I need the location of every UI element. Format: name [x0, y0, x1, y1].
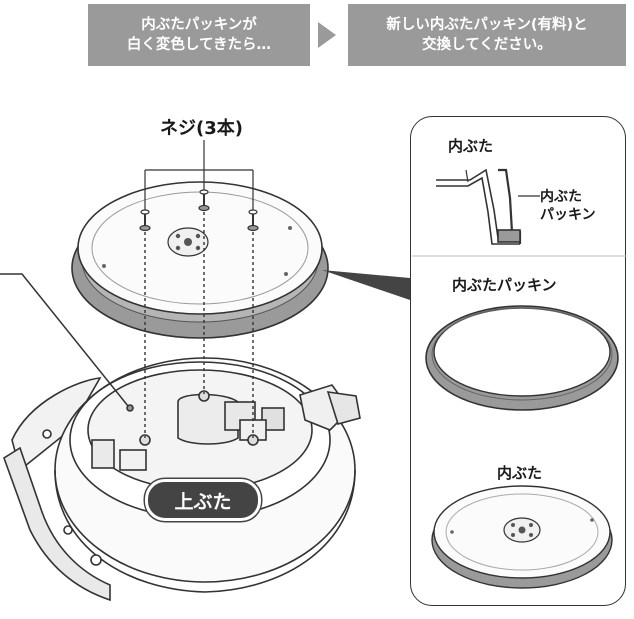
step1-box: 内ぶたパッキンが 白く変色してきたら…: [88, 4, 310, 66]
screw-center-icon: [198, 189, 210, 212]
step1-line2: 白く変色してきたら…: [126, 37, 272, 53]
gasket-title: 内ぶたパッキン: [452, 276, 557, 294]
callout-panel: [410, 116, 626, 606]
gasket-section-label-line2: パッキン: [540, 207, 596, 223]
leader-line-upper-lid: [0, 273, 129, 407]
screw-right-icon: [247, 209, 259, 232]
screws-label: ネジ(3本): [160, 118, 243, 139]
step2-line1: 新しい内ぶたパッキン(有料)と: [386, 17, 588, 33]
upper-lid-badge: 上ぶた: [145, 479, 261, 521]
step2-box: 新しい内ぶたパッキン(有料)と 交換してください。: [348, 4, 626, 66]
gasket-section-label: 内ぶた パッキン: [540, 188, 596, 224]
inner-lid-title: 内ぶた: [497, 464, 543, 482]
inner-lid-section-label: 内ぶた: [448, 137, 494, 155]
upper-lid-body: [3, 357, 361, 602]
screw-group: [139, 140, 259, 232]
step-arrow-icon: [318, 22, 336, 48]
inner-lid-illustration: [431, 485, 613, 589]
step1-line1: 内ぶたパッキンが: [141, 17, 257, 33]
inner-lid-exploded: [71, 181, 329, 339]
gasket-ring-illustration: [425, 305, 619, 411]
assembly-guides: [144, 212, 254, 438]
cross-section-diagram: [436, 168, 540, 245]
gasket-section-label-line1: 内ぶた: [540, 189, 582, 205]
callout-wedge: [322, 270, 410, 300]
screw-left-icon: [139, 209, 151, 232]
step2-line2: 交換してください。: [422, 37, 552, 53]
